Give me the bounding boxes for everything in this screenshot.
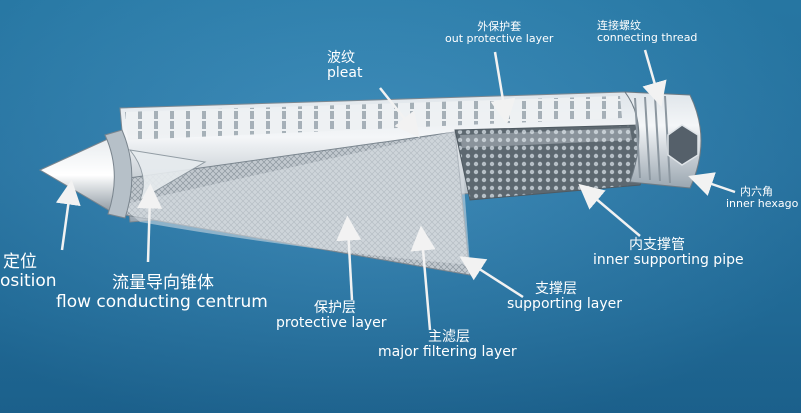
label-inner-hexagon: 内六角 inner hexago [726, 185, 799, 211]
label-inner-hexagon-cn: 内六角 [740, 185, 773, 198]
cone-ring [104, 129, 133, 219]
label-inner-supporting-pipe: 内支撑管 inner supporting pipe [593, 237, 744, 269]
thread-lines [634, 95, 671, 184]
arrow-position [55, 179, 81, 251]
label-protective-layer-en: protective layer [276, 315, 387, 332]
label-out-protective-layer-cn: 外保护套 [477, 20, 522, 33]
label-connecting-thread: 连接螺纹 connecting thread [597, 19, 698, 45]
inner-hexagon-shape [667, 124, 699, 166]
label-supporting-layer: 支撑层 supporting layer [507, 281, 622, 313]
label-flow-conducting-centrum: 流量导向锥体 flow conducting centrum [56, 274, 268, 311]
label-inner-hexagon-en: inner hexago [726, 197, 799, 211]
front-cone [38, 137, 121, 213]
label-protective-layer-cn: 保护层 [314, 300, 356, 316]
label-out-protective-layer-en: out protective layer [445, 32, 554, 46]
arrow-major-filtering [410, 225, 436, 331]
arrow-flow-conducting [137, 183, 163, 263]
arrow-out-protective [490, 51, 516, 125]
pipe-highlight [460, 128, 632, 148]
label-position-cn: 定位 [3, 252, 37, 272]
label-pleat-en: pleat [327, 65, 363, 82]
protective-wrap [120, 130, 470, 265]
label-position-en: osition [0, 270, 57, 291]
label-connecting-thread-en: connecting thread [597, 31, 698, 45]
arrow-pleat [379, 87, 420, 138]
label-protective-layer: 保护层 protective layer [276, 300, 387, 332]
label-out-protective-layer: 外保护套 out protective layer [445, 20, 554, 46]
label-flow-conducting-centrum-cn: 流量导向锥体 [112, 273, 214, 293]
arrow-protective-layer [336, 215, 362, 301]
arrow-inner-supporting [578, 183, 641, 237]
label-inner-supporting-pipe-en: inner supporting pipe [593, 252, 744, 269]
arrow-connecting-thread [642, 49, 667, 108]
arrow-inner-hexagon [688, 172, 736, 196]
label-supporting-layer-en: supporting layer [507, 296, 622, 313]
label-supporting-layer-cn: 支撑层 [535, 281, 577, 297]
pointer-arrows [55, 49, 736, 331]
label-connecting-thread-cn: 连接螺纹 [597, 19, 641, 32]
arrow-supporting-layer [459, 256, 524, 299]
label-inner-supporting-pipe-cn: 内支撑管 [629, 237, 685, 253]
label-flow-conducting-centrum-en: flow conducting centrum [56, 291, 268, 312]
label-major-filtering-layer-en: major filtering layer [378, 344, 517, 361]
label-major-filtering-layer-cn: 主滤层 [428, 329, 470, 345]
label-pleat-cn: 波纹 [327, 50, 355, 66]
label-major-filtering-layer: 主滤层 major filtering layer [378, 329, 517, 361]
label-pleat: 波纹 pleat [327, 50, 363, 82]
label-position: 定位 osition [0, 253, 57, 290]
